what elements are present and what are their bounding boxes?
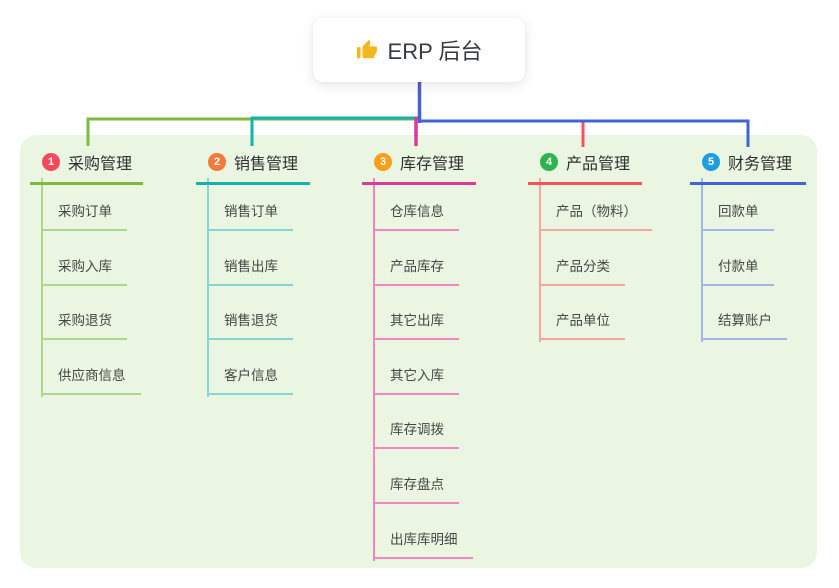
- child-node[interactable]: 采购退货: [41, 311, 127, 340]
- branch-node-4[interactable]: 4 产品管理: [528, 150, 642, 185]
- branch-title: 采购管理: [68, 156, 133, 173]
- child-connector-line: [207, 178, 209, 397]
- child-connector-line: [539, 178, 541, 342]
- child-node[interactable]: 产品分类: [539, 257, 625, 286]
- branch-badge: 4: [540, 153, 558, 171]
- child-node[interactable]: 回款单: [701, 202, 774, 231]
- root-label: ERP 后台: [387, 39, 483, 64]
- child-node[interactable]: 供应商信息: [41, 366, 141, 395]
- branch-node-5[interactable]: 5 财务管理: [690, 150, 806, 185]
- child-node[interactable]: 产品（物料）: [539, 202, 652, 231]
- child-connector-line: [701, 178, 703, 342]
- root-node[interactable]: ERP 后台: [313, 18, 525, 82]
- branches-panel: [20, 135, 817, 568]
- child-node[interactable]: 采购入库: [41, 257, 127, 286]
- branch-node-3[interactable]: 3 库存管理: [362, 150, 476, 185]
- child-node[interactable]: 产品库存: [373, 257, 459, 286]
- child-node[interactable]: 销售出库: [207, 257, 293, 286]
- branch-title: 库存管理: [400, 156, 465, 173]
- child-node[interactable]: 其它出库: [373, 311, 459, 340]
- child-connector-line: [41, 178, 43, 397]
- child-node[interactable]: 库存盘点: [373, 475, 459, 504]
- child-node[interactable]: 出库库明细: [373, 530, 473, 559]
- child-node[interactable]: 采购订单: [41, 202, 127, 231]
- child-node[interactable]: 库存调拨: [373, 420, 459, 449]
- child-node[interactable]: 付款单: [701, 257, 774, 286]
- thumbs-up-icon: [356, 39, 377, 59]
- child-node[interactable]: 仓库信息: [373, 202, 459, 231]
- child-node[interactable]: 销售订单: [207, 202, 293, 231]
- branch-title: 产品管理: [566, 156, 631, 173]
- child-node[interactable]: 其它入库: [373, 366, 459, 395]
- branch-title: 销售管理: [234, 156, 299, 173]
- branch-badge: 3: [374, 153, 392, 171]
- child-node[interactable]: 产品单位: [539, 311, 625, 340]
- branch-node-1[interactable]: 1 采购管理: [30, 150, 143, 185]
- branch-badge: 5: [702, 153, 720, 171]
- child-node[interactable]: 销售退货: [207, 311, 293, 340]
- branch-badge: 1: [42, 153, 60, 171]
- branch-title: 财务管理: [728, 156, 793, 173]
- branch-badge: 2: [208, 153, 226, 171]
- branch-node-2[interactable]: 2 销售管理: [196, 150, 310, 185]
- child-node[interactable]: 结算账户: [701, 311, 787, 340]
- child-node[interactable]: 客户信息: [207, 366, 293, 395]
- child-connector-line: [373, 178, 375, 561]
